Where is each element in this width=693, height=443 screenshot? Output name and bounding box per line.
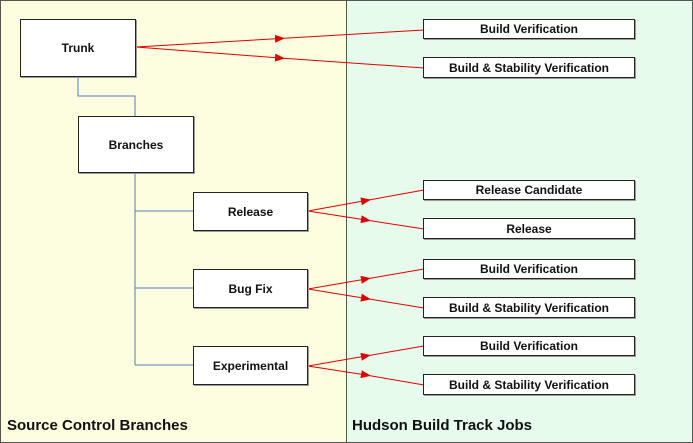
bugfix-build-verification-job: Build Verification bbox=[423, 259, 635, 279]
branches-node: Branches bbox=[78, 116, 194, 173]
build-jobs-caption: Hudson Build Track Jobs bbox=[352, 417, 533, 434]
trunk-build-verification-job: Build Verification bbox=[423, 19, 635, 39]
release-branch-node: Release bbox=[193, 192, 308, 231]
trunk-node: Trunk bbox=[20, 19, 136, 77]
experimental-stability-verification-job: Build & Stability Verification bbox=[423, 374, 635, 395]
trunk-stability-verification-job: Build & Stability Verification bbox=[423, 57, 635, 78]
release-candidate-job: Release Candidate bbox=[423, 180, 635, 200]
experimental-branch-node: Experimental bbox=[193, 346, 308, 385]
experimental-build-verification-job: Build Verification bbox=[423, 336, 635, 356]
bugfix-branch-node: Bug Fix bbox=[193, 269, 308, 308]
source-control-caption: Source Control Branches bbox=[7, 417, 188, 434]
bugfix-stability-verification-job: Build & Stability Verification bbox=[423, 297, 635, 318]
release-job: Release bbox=[423, 218, 635, 239]
